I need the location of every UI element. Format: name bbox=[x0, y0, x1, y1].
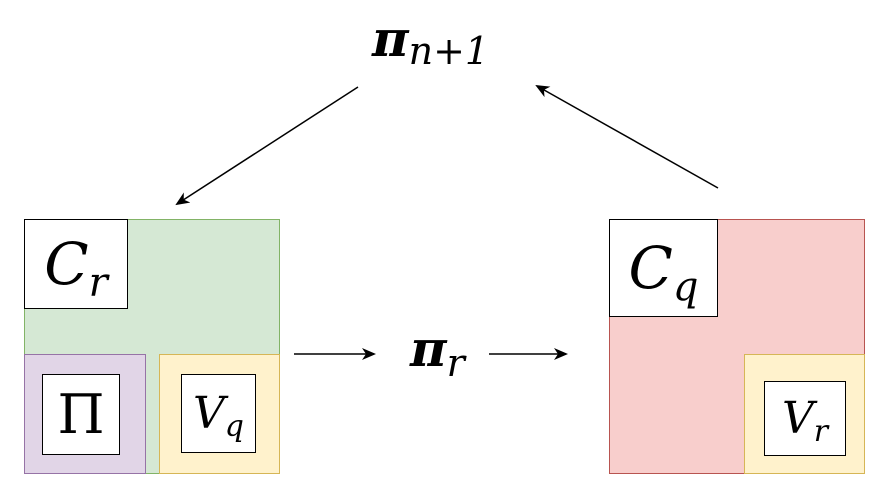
top-pi-subscript: n+1 bbox=[408, 29, 490, 73]
right-v-label-box: Vr bbox=[764, 381, 846, 456]
arrow-right-to-top bbox=[535, 85, 719, 189]
left-v-label-box: Vq bbox=[181, 374, 256, 453]
right-v-label: Vr bbox=[782, 396, 828, 446]
left-corner-label-box: Cr bbox=[24, 219, 128, 309]
left-pi-label-box: Π bbox=[42, 374, 120, 455]
middle-pi-subscript: r bbox=[446, 341, 465, 385]
left-v-label: Vq bbox=[193, 391, 244, 441]
right-v-base: V bbox=[781, 392, 814, 444]
left-c-base: C bbox=[44, 230, 89, 298]
left-v-subscript: q bbox=[224, 408, 244, 444]
left-v-base: V bbox=[193, 387, 225, 439]
middle-pi-label: πr bbox=[410, 324, 465, 383]
left-c-subscript: r bbox=[88, 260, 108, 306]
left-c-label: Cr bbox=[44, 235, 108, 303]
right-c-label: Cq bbox=[629, 239, 699, 307]
right-corner-label-box: Cq bbox=[609, 219, 718, 317]
right-v-subscript: r bbox=[813, 413, 829, 449]
middle-pi-base: π bbox=[410, 319, 447, 378]
arrow-top-to-left bbox=[175, 86, 359, 206]
left-pi-label: Π bbox=[57, 382, 105, 446]
top-pi-label: πn+1 bbox=[372, 14, 489, 71]
top-pi-base: π bbox=[372, 9, 409, 68]
right-c-base: C bbox=[628, 234, 673, 302]
right-c-subscript: q bbox=[672, 264, 699, 310]
